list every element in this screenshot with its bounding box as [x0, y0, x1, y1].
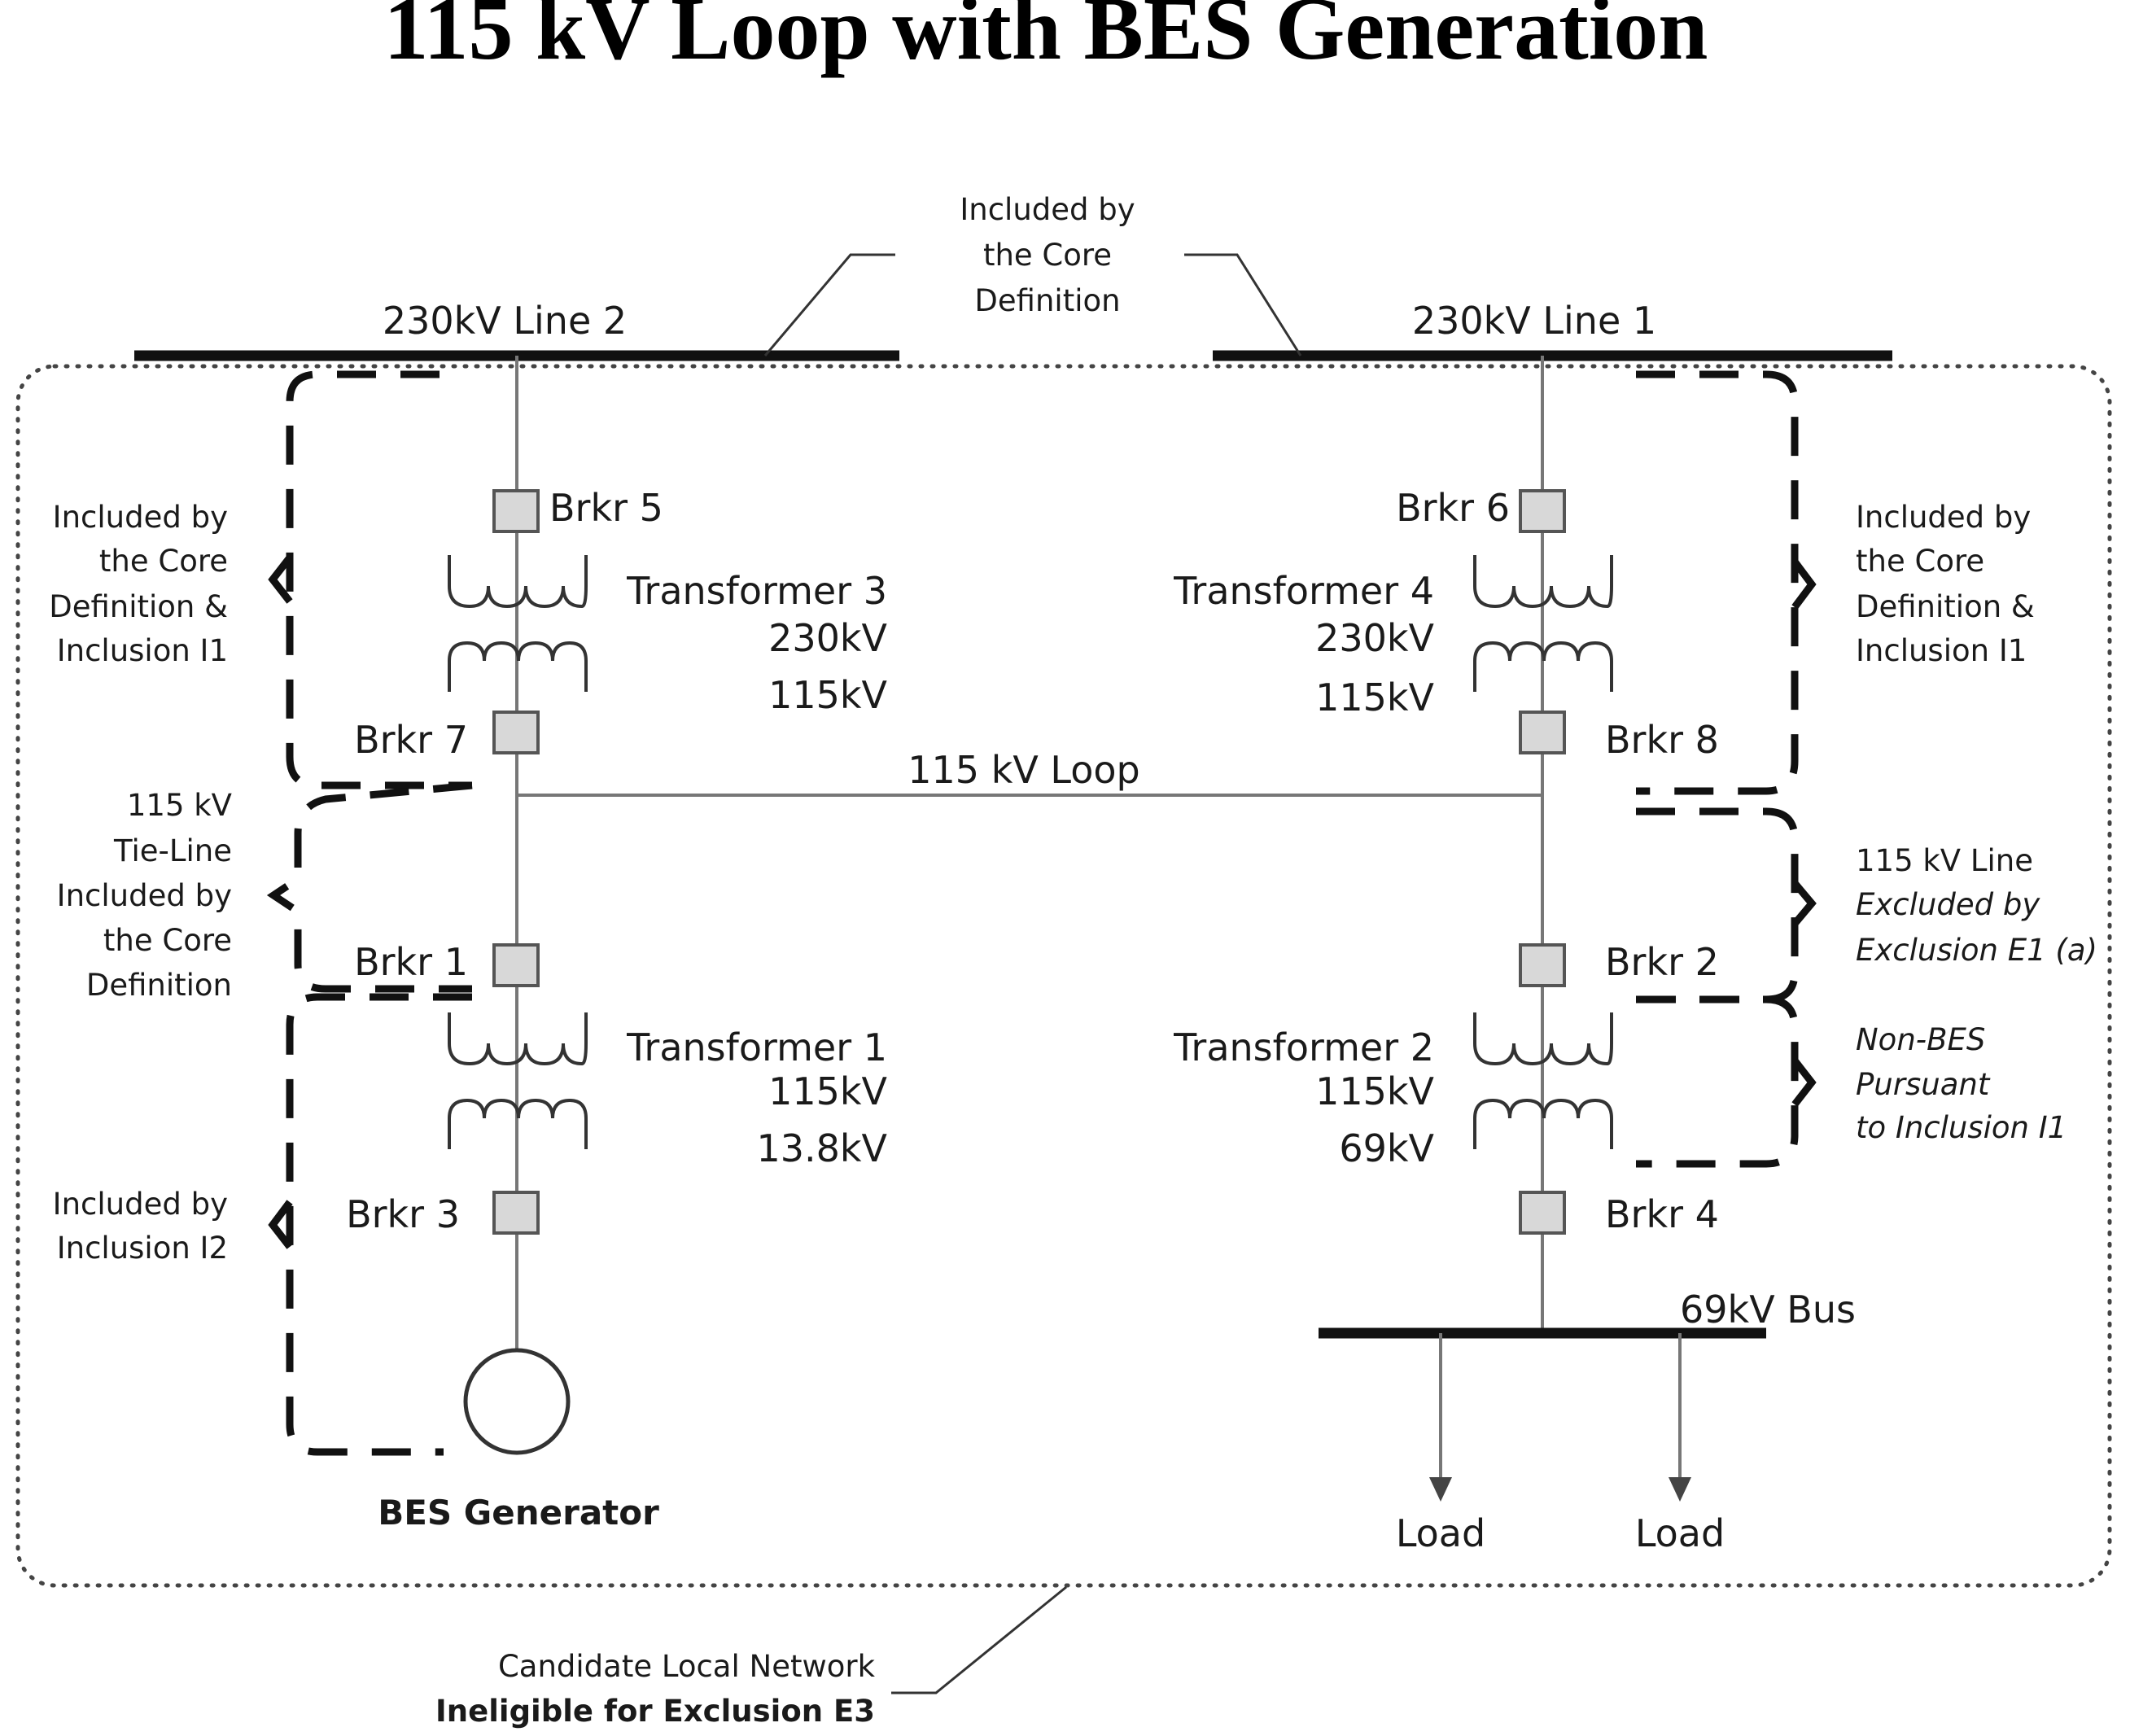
- annotation-left-tie: 115 kV Tie-Line Included by the Core Def…: [57, 788, 232, 1003]
- annotation-left-upper: Included by the Core Definition & Inclus…: [49, 500, 228, 668]
- label-transformer-1: Transformer 1: [626, 1025, 887, 1069]
- label-transformer-1-hv: 115kV: [768, 1069, 887, 1113]
- annotation-right-upper: Included by the Core Definition & Inclus…: [1856, 500, 2035, 668]
- transformer-2-icon: [1473, 1012, 1613, 1149]
- svg-text:Non-BES: Non-BES: [1856, 1022, 1985, 1057]
- annotation-right-nonbes: Non-BES Pursuant to Inclusion I1: [1856, 1022, 2067, 1145]
- svg-text:Inclusion I1: Inclusion I1: [57, 633, 228, 668]
- generator-icon: [463, 1348, 571, 1455]
- right-bracket-core-i1: [1636, 370, 1817, 795]
- svg-text:Ineligible for Exclusion E3: Ineligible for Exclusion E3: [435, 1694, 875, 1729]
- transformer-4-icon: [1473, 555, 1613, 692]
- breaker-4: [1519, 1191, 1566, 1235]
- svg-text:Definition: Definition: [86, 968, 232, 1003]
- svg-text:Inclusion I2: Inclusion I2: [57, 1231, 228, 1266]
- transformer-3-icon: [448, 555, 588, 692]
- right-bracket-non-bes: [1636, 995, 1817, 1168]
- label-transformer-3-hv: 230kV: [768, 616, 887, 660]
- svg-text:Excluded by: Excluded by: [1856, 887, 2040, 922]
- svg-text:Included by: Included by: [53, 500, 228, 535]
- label-transformer-2-hv: 115kV: [1315, 1069, 1434, 1113]
- breaker-3: [492, 1191, 540, 1235]
- label-69kv-bus: 69kV Bus: [1680, 1288, 1856, 1332]
- svg-text:Included by: Included by: [1856, 500, 2031, 535]
- svg-text:115 kV Line: 115 kV Line: [1856, 843, 2033, 878]
- svg-text:to Inclusion I1: to Inclusion I1: [1856, 1110, 2067, 1145]
- label-115kv-loop: 115 kV Loop: [908, 748, 1139, 792]
- svg-text:Included by: Included by: [57, 878, 232, 913]
- breaker-5: [492, 489, 540, 533]
- label-load-2: Load: [1635, 1511, 1725, 1555]
- left-bracket-core-i1: [268, 370, 472, 789]
- svg-text:the Core: the Core: [103, 923, 232, 958]
- label-transformer-2-lv: 69kV: [1339, 1126, 1434, 1170]
- transformer-1-icon: [448, 1012, 588, 1149]
- label-breaker-7: Brkr 7: [354, 718, 468, 762]
- svg-text:Candidate Local Network: Candidate Local Network: [498, 1649, 876, 1684]
- label-transformer-4-lv: 115kV: [1315, 676, 1434, 719]
- label-breaker-8: Brkr 8: [1605, 718, 1719, 762]
- svg-text:the Core: the Core: [983, 238, 1112, 273]
- svg-text:115 kV: 115 kV: [127, 788, 232, 823]
- label-bes-generator: BES Generator: [378, 1493, 659, 1533]
- label-230kv-line2: 230kV Line 2: [383, 299, 627, 343]
- svg-text:Exclusion E1 (a): Exclusion E1 (a): [1856, 933, 2097, 968]
- label-transformer-3-lv: 115kV: [768, 673, 887, 717]
- svg-text:the Core: the Core: [1856, 544, 1984, 579]
- breaker-2: [1519, 943, 1566, 987]
- svg-text:Definition &: Definition &: [49, 589, 228, 624]
- label-230kv-line1: 230kV Line 1: [1412, 299, 1656, 343]
- breaker-6: [1519, 489, 1566, 533]
- label-breaker-1: Brkr 1: [354, 940, 468, 984]
- label-breaker-6: Brkr 6: [1396, 486, 1510, 530]
- annotation-bottom: Candidate Local Network Ineligible for E…: [435, 1585, 1067, 1729]
- breaker-8: [1519, 711, 1566, 754]
- label-breaker-4: Brkr 4: [1605, 1192, 1719, 1236]
- breaker-1: [492, 943, 540, 987]
- label-transformer-4: Transformer 4: [1173, 569, 1434, 613]
- label-breaker-2: Brkr 2: [1605, 940, 1719, 984]
- svg-text:Included by: Included by: [53, 1187, 228, 1222]
- annotation-top: Included by the Core Definition: [763, 192, 1302, 356]
- diagram-title: 115 kV Loop with BES Generation: [384, 0, 1708, 78]
- annotation-right-excluded: 115 kV Line Excluded by Exclusion E1 (a): [1856, 843, 2097, 968]
- svg-text:the Core: the Core: [99, 544, 228, 579]
- label-transformer-3: Transformer 3: [626, 569, 887, 613]
- load-2-arrow-icon: [1669, 1477, 1691, 1502]
- svg-text:Definition &: Definition &: [1856, 589, 2035, 624]
- label-transformer-1-lv: 13.8kV: [756, 1126, 887, 1170]
- local-network-boundary: [15, 364, 2112, 1588]
- left-bracket-tie-line: [266, 781, 473, 993]
- svg-text:Included by: Included by: [960, 192, 1135, 227]
- svg-text:Inclusion I1: Inclusion I1: [1856, 633, 2027, 668]
- breaker-7: [492, 711, 540, 754]
- label-breaker-5: Brkr 5: [549, 486, 663, 530]
- annotation-left-lower: Included by Inclusion I2: [53, 1187, 228, 1266]
- left-bracket-inclusion-i2: [268, 993, 472, 1456]
- svg-text:Pursuant: Pursuant: [1856, 1067, 1991, 1102]
- load-1-arrow-icon: [1429, 1477, 1452, 1502]
- label-load-1: Load: [1396, 1511, 1485, 1555]
- label-transformer-4-hv: 230kV: [1315, 616, 1434, 660]
- svg-text:Definition: Definition: [974, 283, 1120, 318]
- svg-text:Tie-Line: Tie-Line: [113, 833, 232, 868]
- label-breaker-3: Brkr 3: [346, 1192, 460, 1236]
- label-transformer-2: Transformer 2: [1173, 1025, 1434, 1069]
